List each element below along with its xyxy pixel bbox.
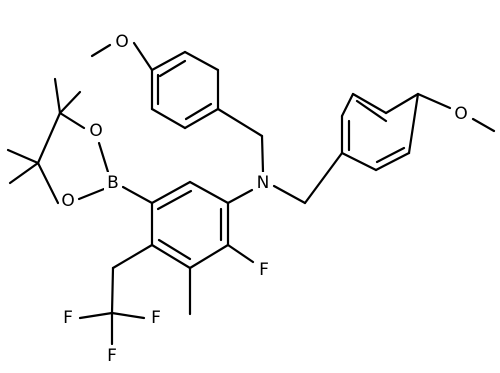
bond-o-right-ring-b xyxy=(416,92,452,110)
bond-o-top-ring-a xyxy=(132,41,154,72)
bond-cq-me-1 xyxy=(53,77,62,115)
bond-ch2-cf3 xyxy=(110,266,115,315)
bond-o-lower-cq xyxy=(36,161,60,205)
svg-text:F: F xyxy=(107,346,117,366)
bond-ring-a-ch2 xyxy=(216,107,264,138)
bond-ring-a-1 xyxy=(150,50,187,72)
bond-ring-b-6 xyxy=(374,151,411,172)
atom-o-top: O xyxy=(113,31,131,53)
atom-f-bottom: F xyxy=(103,345,121,367)
atom-f-ring: F xyxy=(255,259,273,281)
bond-ring-a-5 xyxy=(150,107,187,130)
atom-o-boronate-lower: O xyxy=(59,190,77,212)
svg-text:N: N xyxy=(257,173,270,193)
bond-cq-cq xyxy=(36,111,62,165)
svg-text:F: F xyxy=(259,260,269,280)
bond-core-2 xyxy=(150,180,192,205)
bond-core-4 xyxy=(150,243,192,270)
atom-label-layer: O O N B O O F F xyxy=(59,31,470,367)
bond-ring-b-1 xyxy=(384,92,420,115)
bond-core-inner-1 xyxy=(156,189,193,211)
bond-ch2-n-b xyxy=(272,184,307,205)
bond-ring-a-4 xyxy=(183,107,220,130)
bond-core-b xyxy=(121,185,154,205)
svg-text:O: O xyxy=(454,104,467,124)
bond-layer xyxy=(6,41,496,346)
bond-ring-b-5 xyxy=(340,151,378,172)
bond-o-upper-cq xyxy=(58,111,86,130)
bond-ring-b-3 xyxy=(340,92,355,118)
bond-core-inner-2 xyxy=(157,238,192,261)
bond-o-right-methyl xyxy=(471,117,496,133)
bond-b-o-upper xyxy=(97,141,110,174)
svg-text:O: O xyxy=(61,191,74,211)
svg-text:O: O xyxy=(115,32,128,52)
bond-ring-b-2 xyxy=(351,92,388,115)
bond-ring-a-2 xyxy=(183,50,220,72)
bond-cf3-f-left xyxy=(78,311,114,320)
svg-text:B: B xyxy=(107,173,119,193)
atom-b: B xyxy=(104,172,122,194)
bond-core-f xyxy=(226,243,255,264)
atom-o-right: O xyxy=(452,103,470,125)
svg-text:F: F xyxy=(63,308,73,328)
bond-core-ch2 xyxy=(111,243,154,270)
svg-text:F: F xyxy=(151,308,161,328)
bond-methyl-o-top xyxy=(90,43,112,58)
svg-text:O: O xyxy=(89,121,102,141)
bond-b-o-lower xyxy=(77,187,106,201)
bond-ring-b-7 xyxy=(407,92,420,155)
bond-ring-b-inner-3 xyxy=(355,99,388,123)
bond-ring-a-inner-1 xyxy=(158,59,187,78)
bond-cq-me-3 xyxy=(6,148,40,165)
atom-n: N xyxy=(254,172,272,194)
bond-cf3-f-right xyxy=(110,311,146,320)
bond-ch2-n-a xyxy=(260,134,265,174)
atom-f-right: F xyxy=(147,307,165,329)
atom-f-left: F xyxy=(59,307,77,329)
bond-cq-me-4 xyxy=(8,161,40,185)
bond-n-aryl xyxy=(226,188,254,205)
bond-ring-b-inner-2 xyxy=(375,146,406,164)
bond-ring-b-ch2 xyxy=(303,151,344,205)
atom-o-boronate-upper: O xyxy=(87,120,105,142)
bond-ring-a-inner-2 xyxy=(184,102,213,121)
bond-core-1 xyxy=(188,180,230,205)
bond-core-5 xyxy=(188,243,230,270)
bond-cq-me-2 xyxy=(58,90,82,115)
